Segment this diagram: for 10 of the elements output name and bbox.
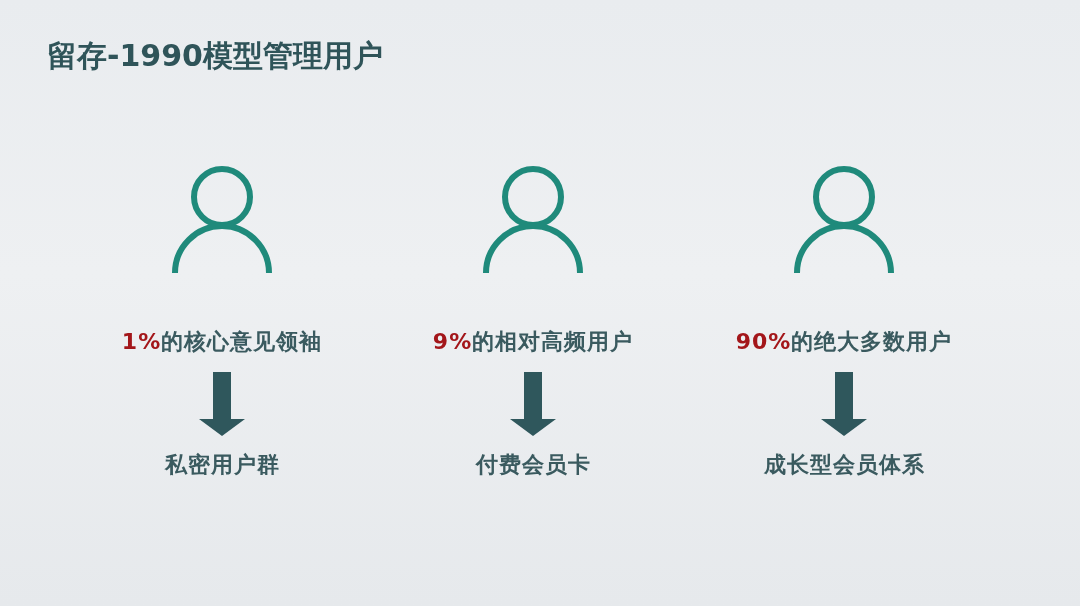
slide-title: 留存-1990模型管理用户 bbox=[47, 37, 383, 75]
user-segment-label: 1%的核心意见领袖 bbox=[121, 322, 323, 362]
retention-method-label: 付费会员卡 bbox=[475, 445, 591, 485]
down-arrow bbox=[510, 372, 556, 436]
user-segment-label: 9%的相对高频用户 bbox=[432, 322, 634, 362]
user-segment-label: 90%的绝大多数用户 bbox=[735, 322, 953, 362]
down-arrow bbox=[199, 372, 245, 436]
down-arrow bbox=[821, 372, 867, 436]
retention-method-label: 成长型会员体系 bbox=[763, 445, 925, 485]
retention-method-label: 私密用户群 bbox=[164, 445, 280, 485]
